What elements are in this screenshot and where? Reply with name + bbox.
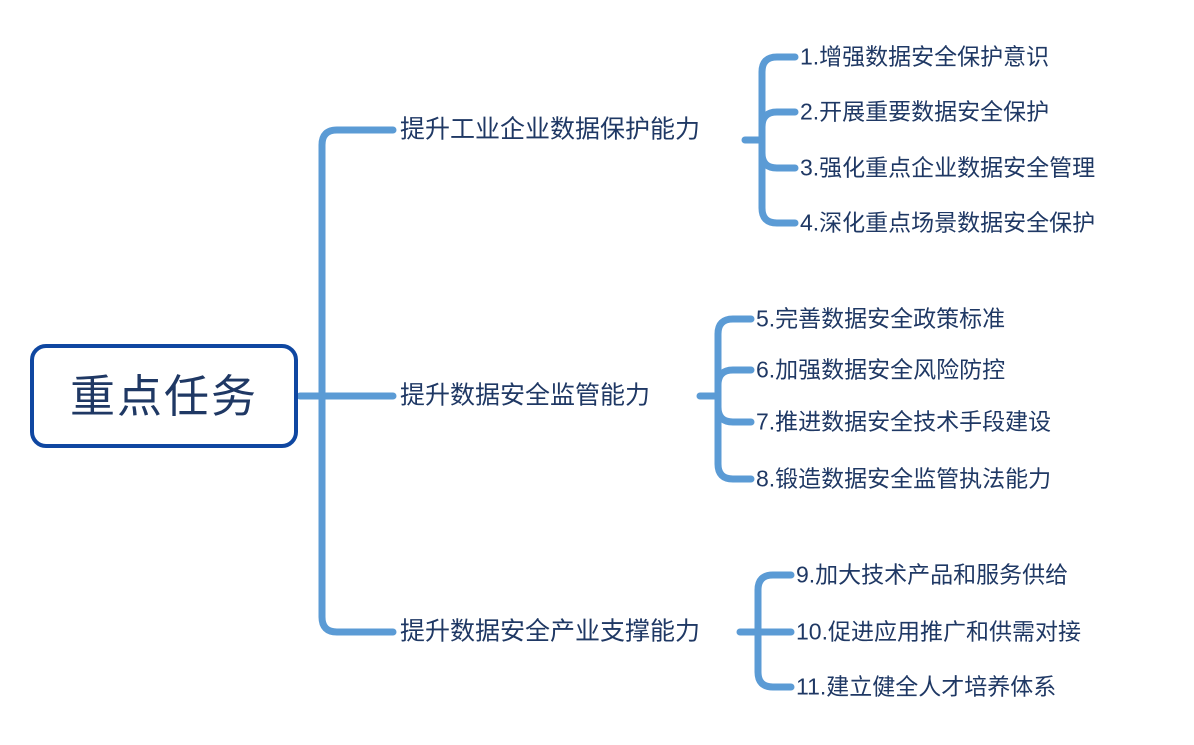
trunk-to-branch-3 xyxy=(318,392,397,636)
branch-label-2[interactable]: 提升数据安全监管能力 xyxy=(400,381,651,410)
branch-2-to-leaf-7 xyxy=(714,392,755,426)
leaf-label-1[interactable]: 1.增强数据安全保护意识 xyxy=(800,43,1050,70)
branch-2-to-leaf-6 xyxy=(714,366,755,400)
leaf-label-9[interactable]: 9.加大技术产品和服务供给 xyxy=(796,561,1069,588)
leaf-label-11[interactable]: 11.建立健全人才培养体系 xyxy=(796,673,1057,700)
leaf-label-5[interactable]: 5.完善数据安全政策标准 xyxy=(756,305,1006,332)
trunk-to-branch-1 xyxy=(318,126,397,400)
branch-1-to-leaf-2 xyxy=(758,108,799,144)
branch-1-to-leaf-4 xyxy=(758,136,799,227)
branch-label-1[interactable]: 提升工业企业数据保护能力 xyxy=(400,115,701,144)
branch-3-to-leaf-11 xyxy=(754,628,795,691)
leaf-label-3[interactable]: 3.强化重点企业数据安全管理 xyxy=(800,154,1096,181)
branch-label-3[interactable]: 提升数据安全产业支撑能力 xyxy=(400,617,701,646)
leaf-label-10[interactable]: 10.促进应用推广和供需对接 xyxy=(796,618,1081,645)
branch-2-to-leaf-8 xyxy=(714,392,755,483)
leaf-label-6[interactable]: 6.加强数据安全风险防控 xyxy=(756,356,1006,383)
branch-1-to-leaf-3 xyxy=(758,136,799,172)
leaf-label-8[interactable]: 8.锻造数据安全监管执法能力 xyxy=(756,465,1052,492)
branch-1-to-leaf-1 xyxy=(758,53,799,144)
root-node-label: 重点任务 xyxy=(69,370,258,422)
root-node[interactable]: 重点任务 xyxy=(30,344,298,448)
branch-2-to-leaf-5 xyxy=(714,315,755,400)
branch-3-to-leaf-9 xyxy=(754,571,795,636)
leaf-label-4[interactable]: 4.深化重点场景数据安全保护 xyxy=(800,209,1096,236)
leaf-label-7[interactable]: 7.推进数据安全技术手段建设 xyxy=(756,408,1052,435)
leaf-label-2[interactable]: 2.开展重要数据安全保护 xyxy=(800,98,1050,125)
